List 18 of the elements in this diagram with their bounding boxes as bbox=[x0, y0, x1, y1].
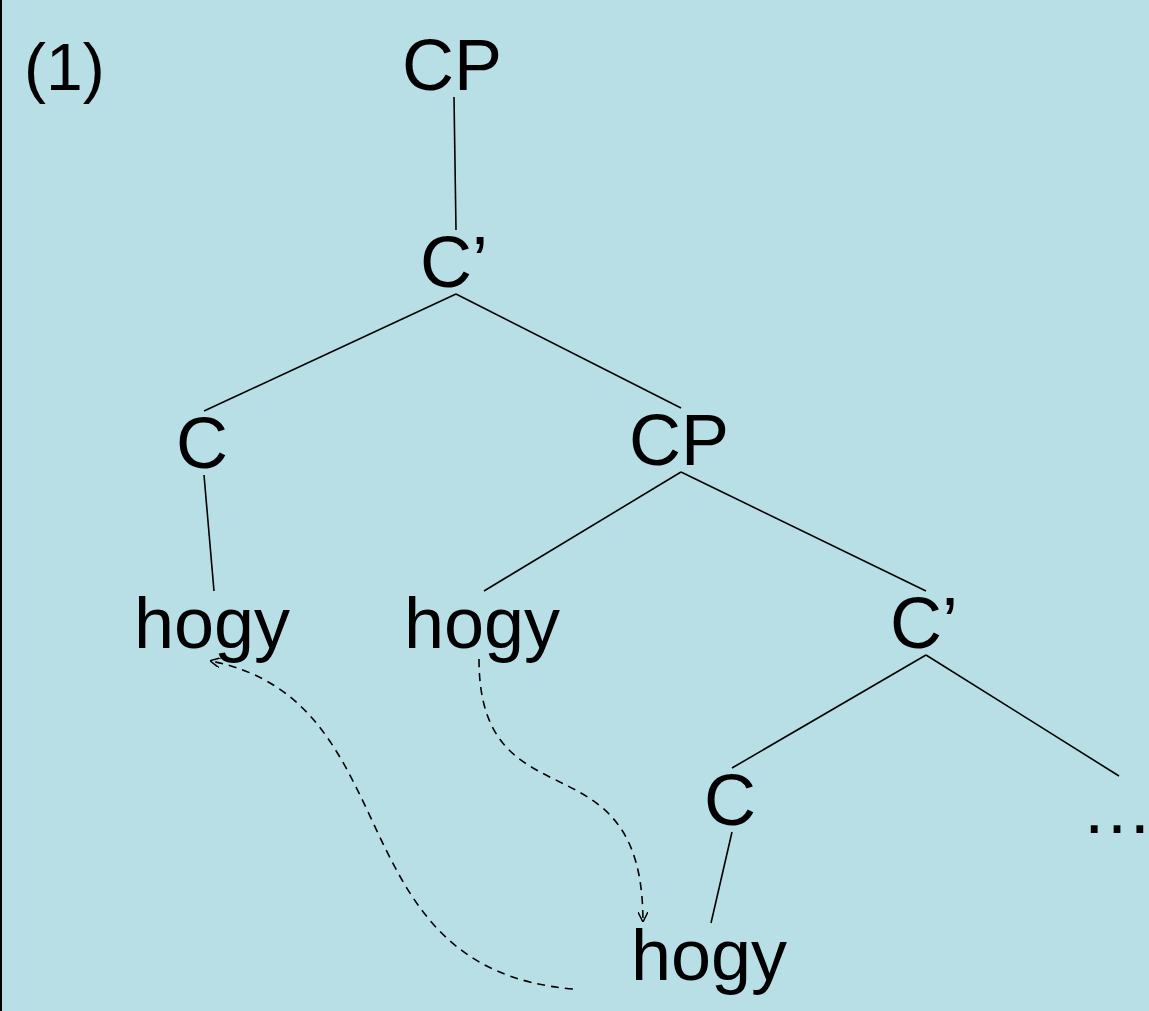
tree-label: C bbox=[176, 407, 228, 479]
movement-arrow bbox=[209, 658, 574, 990]
tree-branch bbox=[453, 96, 457, 231]
tree-label: C bbox=[704, 764, 756, 836]
tree-label: C’ bbox=[420, 226, 488, 298]
tree-branch bbox=[680, 471, 927, 592]
tree-label: CP bbox=[629, 404, 729, 476]
tree-label: CP bbox=[402, 29, 502, 101]
tree-branch bbox=[203, 474, 215, 592]
tree-branch bbox=[483, 471, 682, 592]
tree-branch bbox=[925, 654, 1120, 777]
tree-label: … bbox=[1081, 772, 1149, 844]
tree-branch bbox=[731, 654, 927, 769]
tree-branch bbox=[203, 293, 457, 412]
tree-label: C’ bbox=[890, 587, 958, 659]
tree-branch bbox=[710, 831, 733, 924]
movement-arrow bbox=[478, 658, 648, 923]
tree-branch bbox=[455, 293, 682, 409]
